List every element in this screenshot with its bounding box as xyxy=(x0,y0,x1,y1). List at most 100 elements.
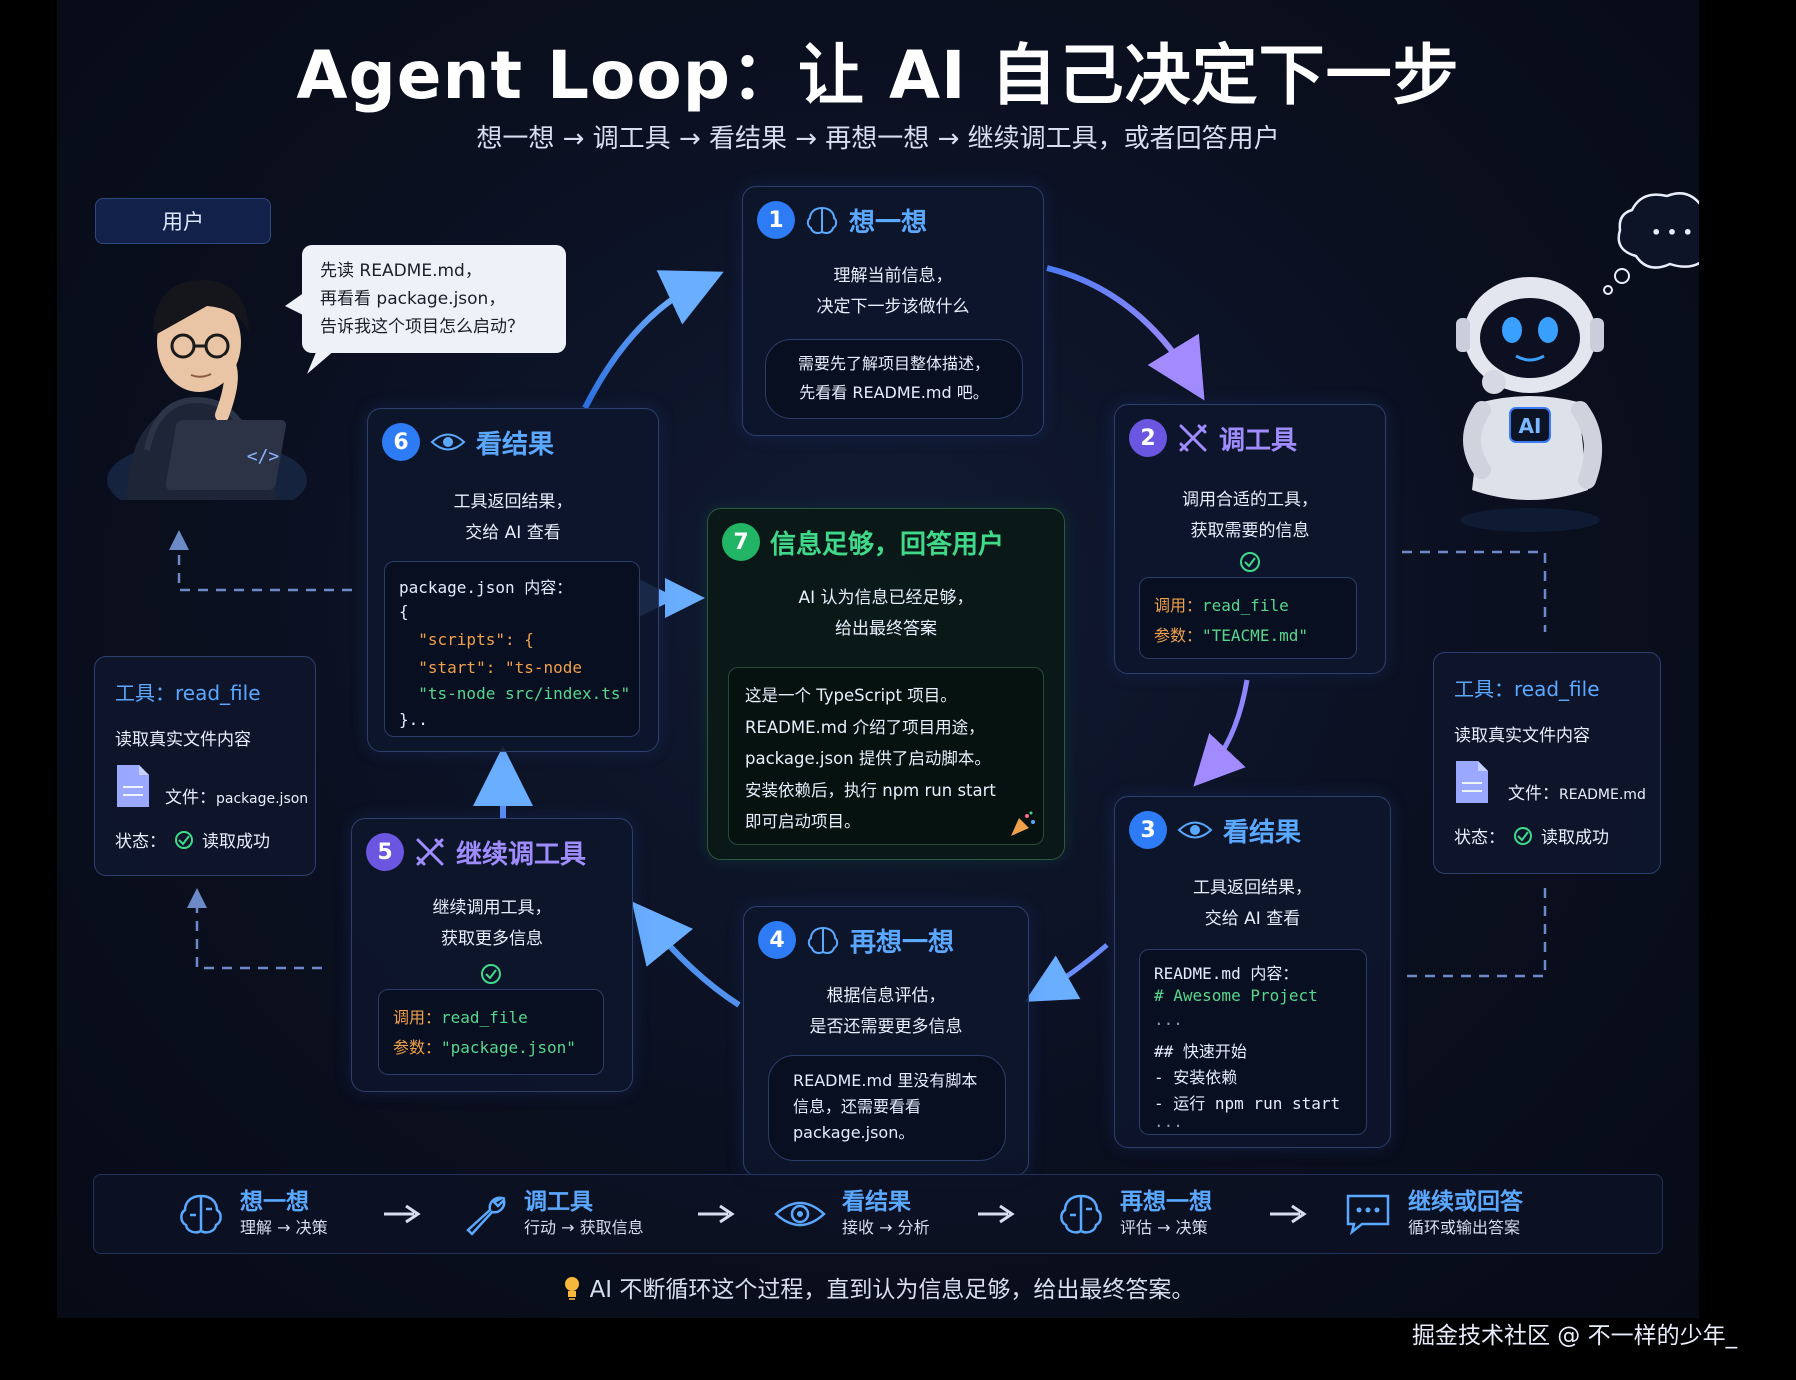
step-3-title: 看结果 xyxy=(1223,817,1302,848)
check-icon xyxy=(1240,552,1260,572)
brain-icon xyxy=(807,926,839,954)
output-line: "scripts": { xyxy=(399,630,534,649)
note-line: 信息，还需要看看 xyxy=(793,1097,922,1116)
status-value: 读取成功 xyxy=(202,832,270,852)
step-2-header: 2 调工具 xyxy=(1129,419,1297,457)
step-2-call-box: 调用：read_file 参数："TEACME.md" xyxy=(1139,577,1357,659)
step-7-title: 信息足够，回答用户 xyxy=(770,529,1005,560)
lightbulb-icon xyxy=(564,1277,579,1300)
summary-title: 继续或回答 xyxy=(1408,1189,1523,1215)
step-1-header: 1 想一想 xyxy=(757,201,927,239)
step-2-number: 2 xyxy=(1129,419,1167,457)
chat-icon xyxy=(1346,1194,1390,1236)
file-label: 文件： xyxy=(1508,784,1559,804)
tools-icon xyxy=(416,838,444,866)
call-value: read_file xyxy=(441,1008,528,1027)
call-label: 调用： xyxy=(1154,596,1203,615)
tool-left-title: 工具：read_file xyxy=(115,681,261,705)
desc-line: 给出最终答案 xyxy=(835,619,937,639)
output-line: ... xyxy=(1154,1010,1183,1029)
desc-line: 根据信息评估， xyxy=(826,986,946,1006)
output-line: - 运行 npm run start xyxy=(1154,1094,1341,1113)
status-value: 读取成功 xyxy=(1541,828,1609,848)
note-line: 需要先了解项目整体描述， xyxy=(797,354,990,373)
summary-step-view-result: 看结果接收 → 分析 xyxy=(774,1175,930,1253)
tool-right-title: 工具：read_file xyxy=(1454,677,1600,701)
output-line: "start": "ts-node xyxy=(399,658,583,677)
desc-line: 工具返回结果， xyxy=(1193,878,1312,898)
tool-left-card: 工具：read_file 读取真实文件内容 文件：package.json 状态… xyxy=(94,656,316,876)
file-value: README.md xyxy=(1559,787,1646,803)
robot-illustration: • • • AI xyxy=(1456,192,1699,532)
step-2-title: 调工具 xyxy=(1219,425,1298,456)
param-value: "TEACME.md" xyxy=(1202,626,1308,645)
check-circle-icon xyxy=(1514,826,1532,845)
tool-right-desc: 读取真实文件内容 xyxy=(1454,726,1590,746)
summary-desc: 接收 → 分析 xyxy=(842,1218,930,1237)
bubble-tail-bottom xyxy=(307,350,335,374)
step-3-description: 工具返回结果， 交给 AI 查看 xyxy=(1115,873,1390,935)
note-line: package.json。 xyxy=(793,1123,915,1142)
step-5-call-box: 调用：read_file 参数："package.json" xyxy=(378,989,604,1075)
output-line: package.json 内容： xyxy=(399,578,573,597)
desc-line: 理解当前信息， xyxy=(833,266,953,286)
summary-title: 看结果 xyxy=(842,1189,911,1215)
arrow-1-to-2 xyxy=(1046,265,1205,401)
tools-icon xyxy=(1179,424,1207,452)
step-3-number: 3 xyxy=(1129,811,1167,849)
arrow-right-icon xyxy=(698,1204,735,1224)
call-value: read_file xyxy=(1202,596,1289,615)
user-label: 用户 xyxy=(95,198,271,244)
step-5-title: 继续调工具 xyxy=(456,839,587,870)
connector-layer xyxy=(169,265,1547,1008)
answer-line: 这是一个 TypeScript 项目。 xyxy=(745,686,957,705)
note-line: README.md 里没有脚本 xyxy=(793,1071,978,1090)
arrow-6-to-1 xyxy=(582,270,724,410)
arrow-3-to-4 xyxy=(1024,943,1109,1002)
summary-desc: 行动 → 获取信息 xyxy=(524,1218,644,1237)
step-1-title: 想一想 xyxy=(849,207,928,238)
status-label: 状态： xyxy=(115,832,166,852)
bubble-line: 告诉我这个项目怎么启动？ xyxy=(320,317,524,337)
file-label: 文件： xyxy=(165,788,216,808)
arrow-right-icon xyxy=(1270,1204,1307,1224)
answer-line: 即可启动项目。 xyxy=(745,812,861,831)
param-label: 参数： xyxy=(1154,626,1203,645)
summary-title: 调工具 xyxy=(524,1189,593,1215)
brain-icon xyxy=(1060,1194,1102,1234)
step-5-header: 5 继续调工具 xyxy=(366,833,586,871)
desc-line: 工具返回结果， xyxy=(453,492,573,512)
step-6-header: 6 看结果 xyxy=(382,423,554,461)
step-3-view-result-card: 3 看结果 工具返回结果， 交给 AI 查看 README.md 内容： # A… xyxy=(1114,796,1391,1148)
thought-cloud-icon xyxy=(1617,192,1699,269)
dashed-tool-left xyxy=(187,888,322,970)
step-7-number: 7 xyxy=(722,523,760,561)
robot-chest-label: AI xyxy=(1519,414,1542,438)
arrow-2-to-3 xyxy=(1193,679,1250,787)
step-4-header: 4 再想一想 xyxy=(758,921,954,959)
desc-line: 交给 AI 查看 xyxy=(465,523,561,543)
step-7-answer-user-card: 7 信息足够，回答用户 AI 认为信息已经足够， 给出最终答案 这是一个 Typ… xyxy=(707,508,1065,860)
diagram-panel: Agent Loop：让 AI 自己决定下一步 想一想 → 调工具 → 看结果 … xyxy=(57,0,1699,1318)
summary-desc: 循环或输出答案 xyxy=(1408,1218,1521,1237)
step-6-view-result-card: 6 看结果 工具返回结果， 交给 AI 查看 package.json 内容： … xyxy=(367,408,659,752)
step-6-output-box: package.json 内容： { "scripts": { "start":… xyxy=(384,561,640,737)
eye-icon xyxy=(774,1201,826,1227)
step-6-title: 看结果 xyxy=(476,429,555,460)
user-avatar: </> xyxy=(107,280,307,500)
thought-dots: • • • xyxy=(1651,223,1693,242)
dashed-tool-right-top xyxy=(1402,550,1547,632)
call-label: 调用： xyxy=(393,1008,442,1027)
output-line: ... xyxy=(1154,1112,1183,1131)
step-6-number: 6 xyxy=(382,423,420,461)
watermark: 掘金技术社区 @ 不一样的少年_ xyxy=(1412,1323,1738,1349)
step-7-answer-box: 这是一个 TypeScript 项目。 README.md 介绍了项目用途， p… xyxy=(728,667,1044,845)
footer-text: AI 不断循环这个过程，直到认为信息足够，给出最终答案。 xyxy=(589,1277,1195,1303)
brain-icon xyxy=(806,206,838,234)
answer-line: package.json 提供了启动脚本。 xyxy=(745,749,991,768)
status-label: 状态： xyxy=(1454,828,1505,848)
answer-line: README.md 介绍了项目用途， xyxy=(745,717,985,737)
output-line: ## 快速开始 xyxy=(1154,1042,1247,1061)
summary-title: 想一想 xyxy=(240,1189,309,1215)
summary-bar: 想一想理解 → 决策 调工具行动 → 获取信息 看结果接收 → 分析 再想一想评… xyxy=(93,1174,1663,1254)
